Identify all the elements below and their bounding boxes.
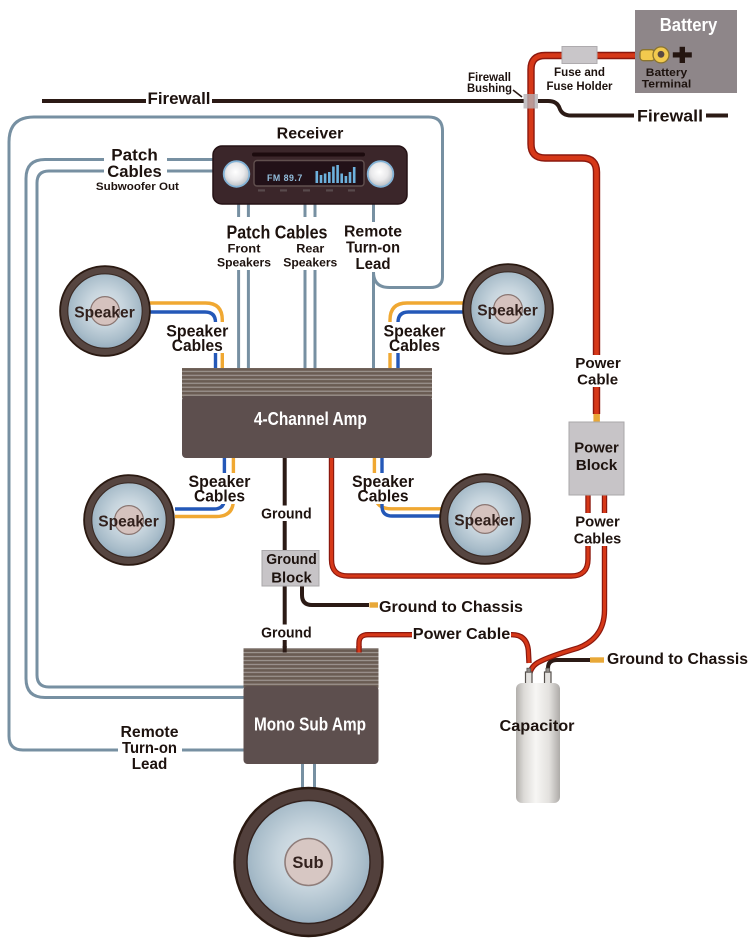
svg-text:Speakers: Speakers	[217, 256, 271, 270]
svg-text:Ground to Chassis: Ground to Chassis	[607, 651, 748, 668]
svg-text:Patch Cables: Patch Cables	[227, 222, 328, 243]
svg-text:Cables: Cables	[194, 488, 245, 506]
svg-text:Speaker: Speaker	[189, 473, 252, 491]
svg-text:Cable: Cable	[577, 372, 618, 389]
svg-text:Remote: Remote	[344, 224, 402, 241]
svg-text:Lead: Lead	[132, 756, 168, 773]
svg-text:Firewall: Firewall	[468, 72, 511, 84]
svg-text:Power: Power	[574, 440, 619, 457]
svg-text:Fuse and: Fuse and	[554, 67, 605, 79]
svg-text:Cables: Cables	[107, 162, 162, 181]
svg-text:Subwoofer Out: Subwoofer Out	[96, 181, 179, 193]
svg-text:Fuse Holder: Fuse Holder	[547, 81, 614, 93]
svg-text:Speakers: Speakers	[283, 256, 337, 270]
svg-text:Power: Power	[575, 355, 621, 372]
svg-text:Power: Power	[575, 514, 620, 531]
svg-text:Speaker: Speaker	[477, 303, 538, 320]
svg-text:Bushing: Bushing	[467, 83, 512, 95]
svg-text:Firewall: Firewall	[637, 107, 703, 126]
svg-text:Remote: Remote	[121, 724, 179, 741]
svg-text:Ground: Ground	[261, 626, 312, 642]
svg-text:Sub: Sub	[292, 854, 323, 872]
svg-text:4-Channel Amp: 4-Channel Amp	[254, 408, 367, 429]
svg-text:Ground to Chassis: Ground to Chassis	[379, 599, 523, 616]
svg-text:Power Cable: Power Cable	[413, 626, 511, 643]
svg-text:Patch: Patch	[111, 146, 158, 165]
svg-text:Firewall: Firewall	[148, 90, 211, 108]
svg-text:Cables: Cables	[389, 337, 440, 355]
svg-text:Speaker: Speaker	[166, 323, 229, 341]
svg-text:Capacitor: Capacitor	[500, 718, 575, 735]
svg-text:Turn-on: Turn-on	[346, 240, 400, 257]
svg-text:Ground: Ground	[266, 552, 317, 568]
svg-text:Turn-on: Turn-on	[122, 740, 177, 757]
svg-text:Speaker: Speaker	[98, 514, 159, 531]
svg-text:Cables: Cables	[574, 531, 622, 548]
svg-text:Cables: Cables	[358, 488, 409, 506]
svg-text:Terminal: Terminal	[642, 79, 692, 91]
svg-text:Ground: Ground	[261, 507, 312, 523]
svg-text:Cables: Cables	[172, 337, 223, 355]
svg-text:Receiver: Receiver	[277, 126, 344, 143]
svg-text:Rear: Rear	[296, 242, 324, 256]
svg-text:Speaker: Speaker	[454, 513, 515, 530]
svg-text:Block: Block	[576, 457, 618, 474]
svg-text:Speaker: Speaker	[74, 305, 135, 322]
svg-text:Front: Front	[228, 242, 261, 256]
svg-text:Speaker: Speaker	[352, 473, 415, 491]
svg-text:FM 89.7: FM 89.7	[267, 173, 303, 183]
svg-text:Battery: Battery	[646, 67, 688, 79]
svg-text:Battery: Battery	[660, 14, 718, 35]
svg-text:Block: Block	[271, 571, 312, 587]
svg-text:Mono Sub Amp: Mono Sub Amp	[254, 714, 366, 735]
svg-text:Speaker: Speaker	[384, 323, 447, 341]
svg-text:Lead: Lead	[356, 256, 391, 273]
